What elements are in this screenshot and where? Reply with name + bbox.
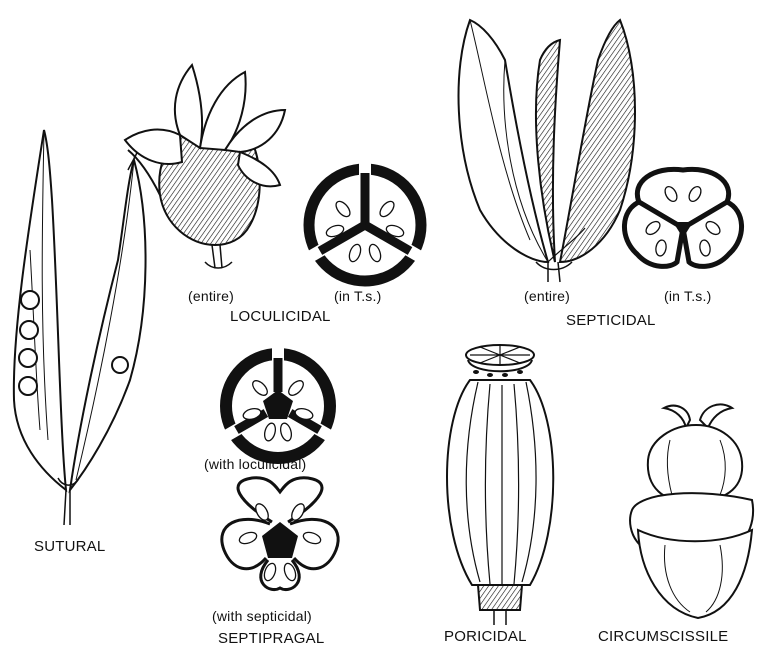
loculicidal-label: LOCULICIDAL xyxy=(230,308,331,325)
pod-stalk xyxy=(64,490,70,525)
pea-seed xyxy=(20,321,38,339)
pod-left-valve xyxy=(14,130,66,490)
sutural-pod-drawing xyxy=(14,130,146,525)
poricidal-label: PORICIDAL xyxy=(444,628,527,645)
pea-seed xyxy=(21,291,39,309)
circumscissile-capsule-drawing xyxy=(630,404,753,618)
septicidal-ts-label: (in T.s.) xyxy=(664,288,711,304)
septifragal-septicidal-diagram xyxy=(222,478,338,590)
with-septicidal-label: (with septicidal) xyxy=(212,608,312,624)
septicidal-capsule-drawing xyxy=(459,20,635,282)
septifragal-label: SEPTIPRAGAL xyxy=(218,630,324,647)
poricidal-capsule-drawing xyxy=(447,345,553,625)
pod-right-valve xyxy=(70,160,146,490)
pea-seed xyxy=(19,349,37,367)
capsule-stalk xyxy=(494,610,506,625)
capsule-stalk xyxy=(548,262,560,282)
septicidal-label: SEPTICIDAL xyxy=(566,312,656,329)
loculicidal-ts-diagram xyxy=(307,161,424,281)
loculicidal-entire-label: (entire) xyxy=(188,288,234,304)
pea-seed xyxy=(112,357,128,373)
sutural-label: SUTURAL xyxy=(34,538,105,555)
septifragal-loculicidal-diagram xyxy=(223,346,333,458)
circumscissile-label: CIRCUMSCISSILE xyxy=(598,628,728,645)
loculicidal-capsule-drawing xyxy=(125,65,285,268)
septicidal-ts-diagram xyxy=(624,169,741,266)
septicidal-entire-label: (entire) xyxy=(524,288,570,304)
capsule-stalk xyxy=(212,245,222,268)
pea-seed xyxy=(19,377,37,395)
with-loculicidal-label: (with loculicidal) xyxy=(204,456,306,472)
loculicidal-ts-label: (in T.s.) xyxy=(334,288,381,304)
